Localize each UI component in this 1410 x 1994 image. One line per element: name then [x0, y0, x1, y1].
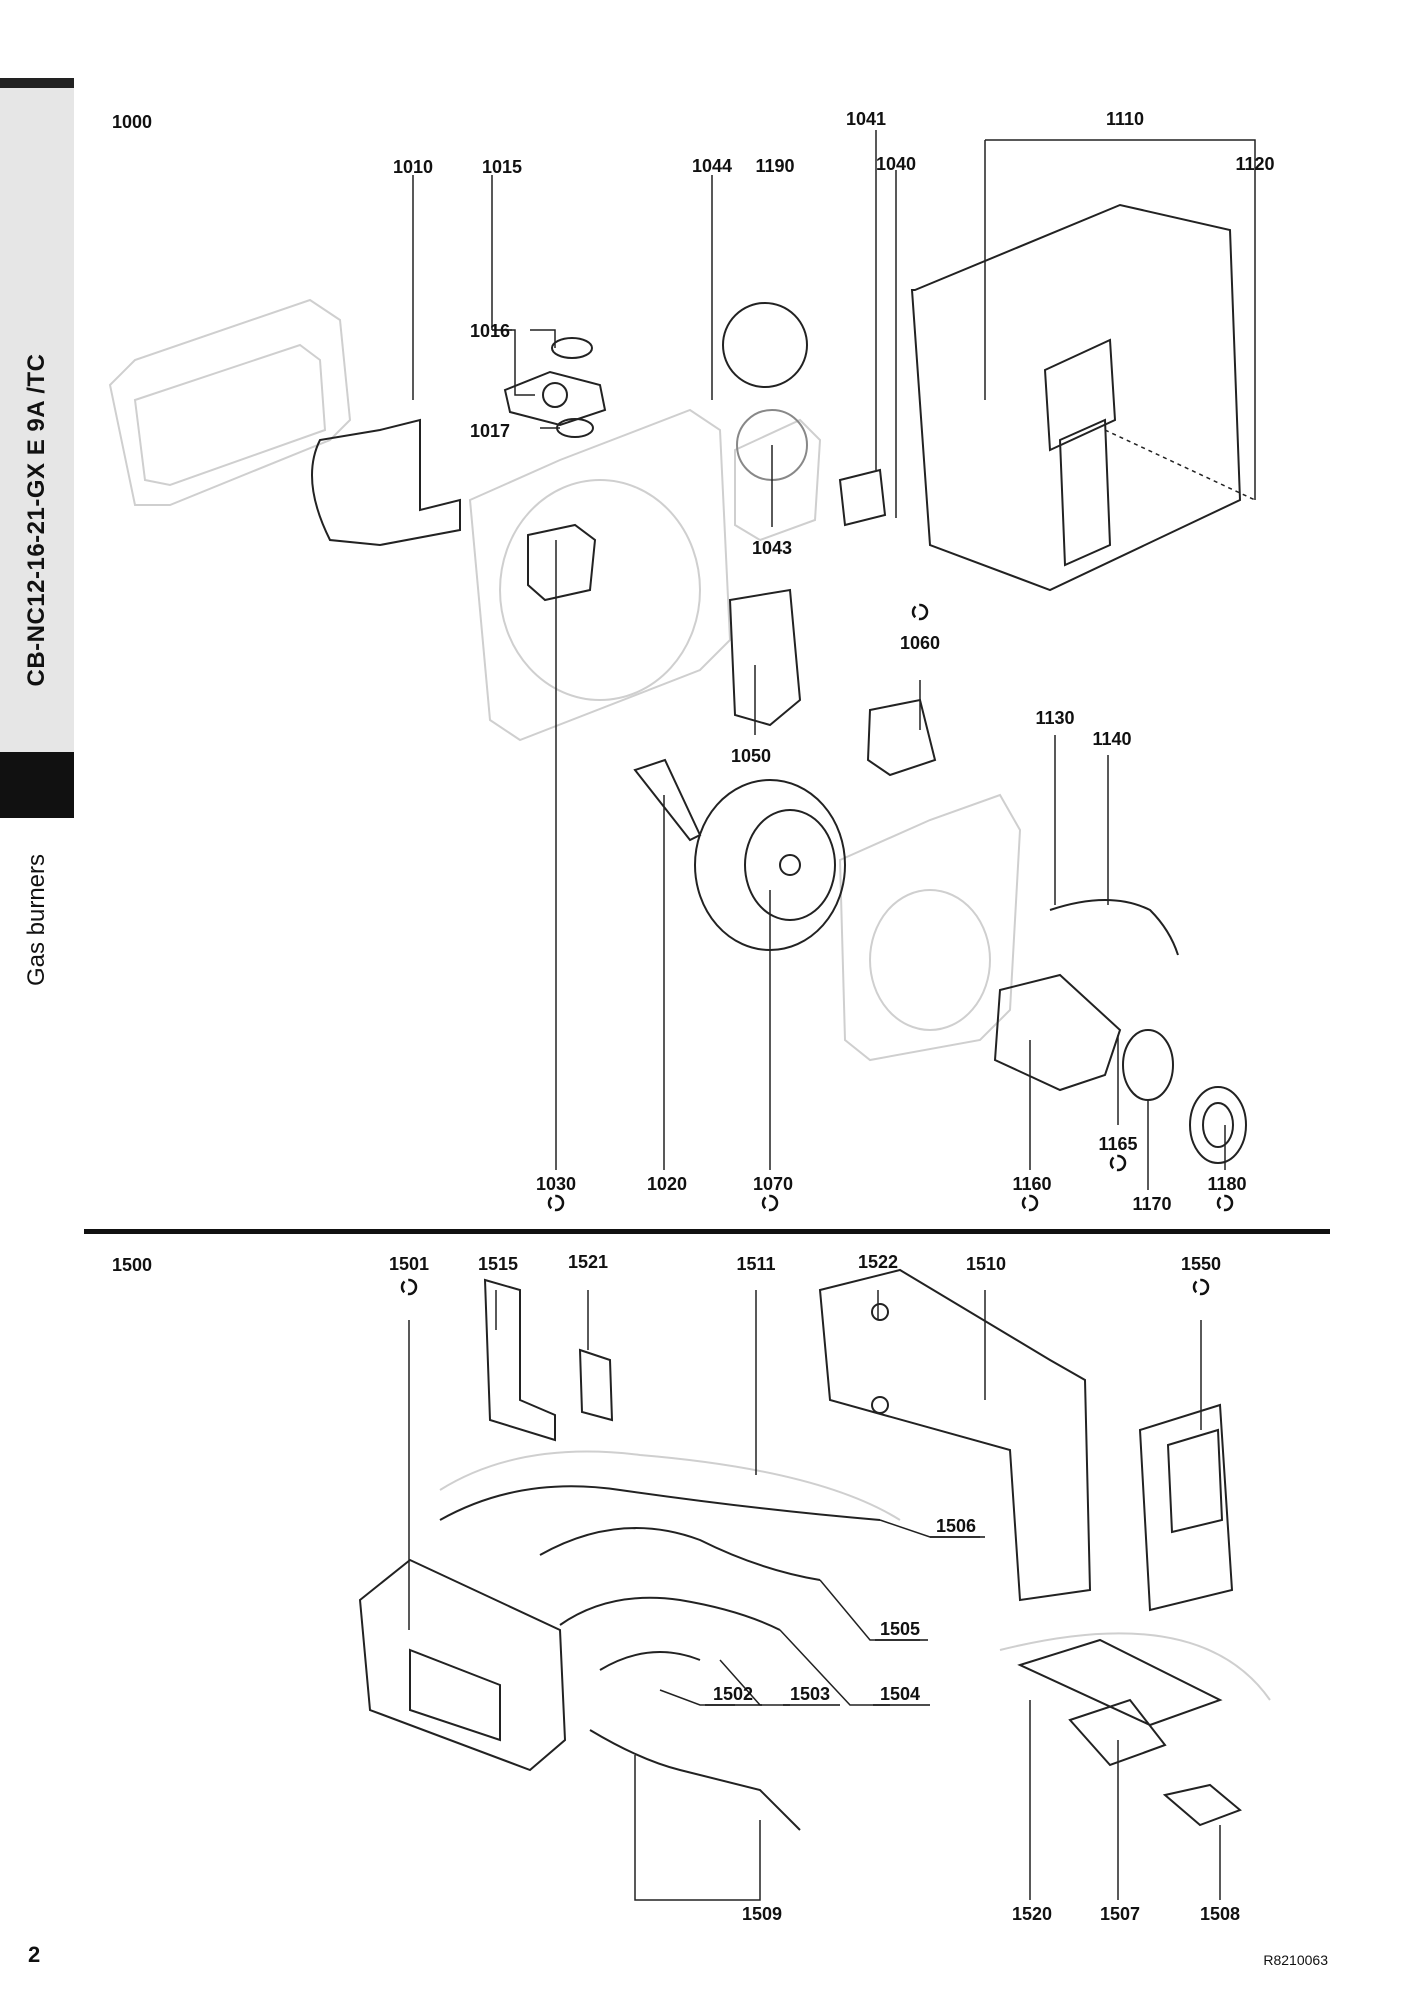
service-icon-1070: [761, 1194, 779, 1212]
lower-parts-outlines: [358, 1268, 1242, 1831]
section-divider: [84, 1229, 1330, 1234]
part-label-1044: 1044: [692, 156, 732, 176]
part-label-1110: 1110: [1106, 109, 1144, 129]
part-label-1010: 1010: [393, 157, 433, 177]
part-label-1020: 1020: [647, 1174, 687, 1194]
oring-1190: [722, 302, 808, 388]
part-label-1040: 1040: [876, 154, 916, 174]
lower-leader-lines: [408, 1290, 1221, 1901]
part-label-1180: 1180: [1207, 1174, 1246, 1194]
part-label-1511: 1511: [736, 1254, 775, 1274]
cable-1140: [1049, 899, 1179, 956]
part-label-1502: 1502: [713, 1684, 753, 1704]
part-label-1016: 1016: [470, 321, 510, 341]
part-label-1130: 1130: [1035, 708, 1074, 728]
part-label-1160: 1160: [1012, 1174, 1051, 1194]
part-label-1140: 1140: [1092, 729, 1131, 749]
terminal-1521: [578, 1348, 614, 1422]
upper-parts-outlines: [311, 203, 1247, 1164]
part-label-1505: 1505: [880, 1619, 920, 1639]
part-label-1043: 1043: [752, 538, 792, 558]
part-label-1060: 1060: [900, 633, 940, 653]
bracket-1041: [838, 468, 887, 527]
valve-1050: [728, 588, 802, 727]
part-label-1165: 1165: [1098, 1134, 1137, 1154]
part-label-1190: 1190: [755, 156, 794, 176]
service-icon-1060: [911, 603, 929, 621]
connector-1508: [1162, 1783, 1242, 1827]
part-label-1510: 1510: [966, 1254, 1006, 1274]
part-label-1508: 1508: [1200, 1904, 1240, 1924]
cover-1110: [910, 203, 1242, 592]
upper-part-labels: 1010 1015 1016 1017 1044 1190 1041 1040 …: [393, 109, 1275, 1214]
service-icon-1180: [1216, 1194, 1234, 1212]
part-label-1521: 1521: [568, 1252, 608, 1272]
page-number: 2: [28, 1942, 41, 1967]
part-label-1017: 1017: [470, 421, 510, 441]
part-label-1041: 1041: [846, 109, 886, 129]
callout-underlines: [705, 1536, 985, 1706]
part-label-1030: 1030: [536, 1174, 576, 1194]
reference-code: R8210063: [1263, 1952, 1328, 1968]
upper-ghost-housings: [108, 298, 1022, 1062]
section-label-1500: 1500: [112, 1255, 153, 1275]
service-icon-1160: [1021, 1194, 1039, 1212]
part-label-1506: 1506: [936, 1516, 976, 1536]
part-label-1501: 1501: [389, 1254, 429, 1274]
part-label-1520: 1520: [1012, 1904, 1052, 1924]
part-label-1507: 1507: [1100, 1904, 1140, 1924]
connector-1507: [1068, 1698, 1167, 1767]
bracket-1515: [483, 1278, 556, 1442]
part-label-1070: 1070: [753, 1174, 793, 1194]
part-label-1504: 1504: [880, 1684, 920, 1704]
nozzle-1180: [1189, 1086, 1247, 1164]
side-tab: [0, 78, 74, 808]
side-tab-marker: [0, 752, 74, 818]
service-icon-1550: [1192, 1278, 1210, 1296]
side-tab-top-bar: [0, 78, 74, 88]
transformer-1060: [866, 698, 937, 777]
plate-1520: [1017, 1638, 1223, 1727]
service-icon-1501: [400, 1278, 418, 1296]
upper-leader-lines: [412, 130, 1256, 1190]
oring-1017: [556, 418, 594, 438]
part-label-1050: 1050: [731, 746, 771, 766]
part-label-1509: 1509: [742, 1904, 782, 1924]
flange-1015: [503, 370, 607, 427]
oring-1016: [551, 337, 593, 359]
part-label-1522: 1522: [858, 1252, 898, 1272]
cable-1511: [439, 1485, 881, 1521]
handle-1010: [311, 418, 461, 547]
motor-1160: [993, 973, 1122, 1092]
part-label-1503: 1503: [790, 1684, 830, 1704]
part-label-1170: 1170: [1132, 1194, 1171, 1214]
part-label-1515: 1515: [478, 1254, 518, 1274]
part-label-1550: 1550: [1181, 1254, 1221, 1274]
service-icon-1165: [1109, 1154, 1127, 1172]
mounting-frame-1510: [818, 1268, 1092, 1602]
section-label-1000: 1000: [112, 112, 153, 132]
lower-ghost-cables: [439, 1450, 1271, 1701]
relay-1030: [527, 523, 597, 602]
part-label-1120: 1120: [1235, 154, 1274, 174]
part-label-1015: 1015: [482, 157, 522, 177]
service-marks: [400, 603, 1234, 1296]
sensor-1020: [633, 758, 702, 842]
control-box-1501: [358, 1558, 567, 1772]
lower-part-labels: 1501 1515 1521 1511 1522 1510 1550 1506 …: [389, 1252, 1240, 1924]
plate-1170: [1122, 1029, 1174, 1101]
service-icon-1030: [547, 1194, 565, 1212]
display-1550: [1138, 1403, 1234, 1612]
